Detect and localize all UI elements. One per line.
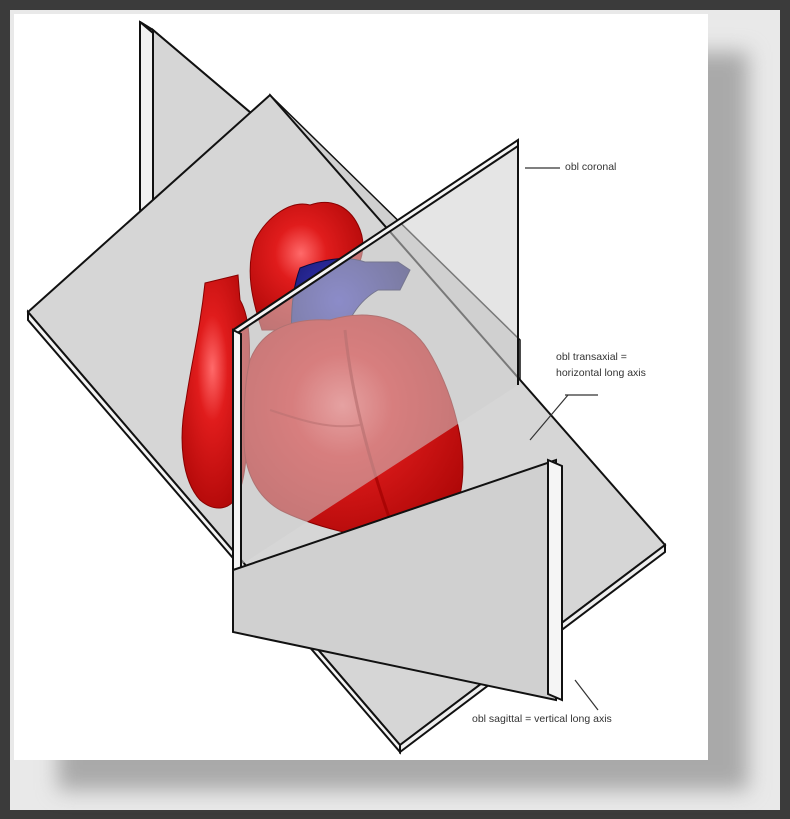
obl-transaxial-label-line1: obl transaxial = [556,350,627,364]
obl-transaxial-label-line2: horizontal long axis [556,366,646,380]
obl-coronal-label: obl coronal [565,160,616,174]
obl-sagittal-label: obl sagittal = vertical long axis [472,712,612,726]
